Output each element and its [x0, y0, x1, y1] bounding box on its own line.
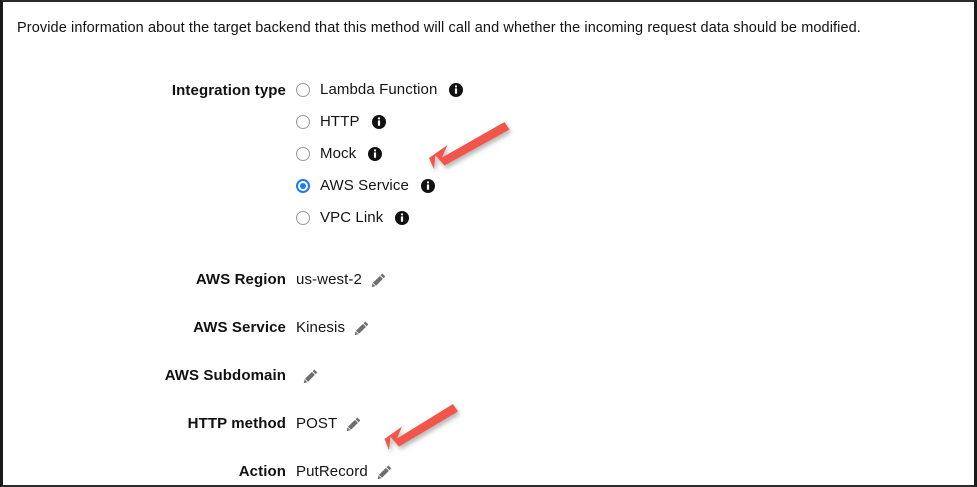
panel-description: Provide information about the target bac…	[17, 20, 861, 36]
pencil-icon[interactable]	[377, 464, 393, 480]
field-label-http-method: HTTP method	[187, 415, 286, 432]
radio-aws-service[interactable]	[296, 179, 310, 193]
radio-cell: VPC Link	[286, 208, 410, 228]
radio-label-aws-service: AWS Service	[320, 177, 409, 194]
field-control-action: PutRecord	[286, 460, 974, 482]
field-row-action: Action PutRecord	[3, 460, 974, 485]
integration-type-label: Integration type	[171, 82, 286, 99]
field-row-aws-subdomain: AWS Subdomain	[3, 364, 974, 396]
field-label-action: Action	[238, 463, 286, 480]
pencil-icon[interactable]	[346, 416, 362, 432]
radio-label-lambda-function: Lambda Function	[320, 81, 438, 98]
field-value-action: PutRecord	[296, 462, 368, 480]
radio-row-lambda-function[interactable]: Integration type Lambda Function	[3, 74, 974, 106]
info-icon[interactable]	[449, 83, 464, 97]
pencil-icon[interactable]	[354, 320, 370, 336]
info-icon[interactable]	[371, 115, 386, 129]
radio-cell: AWS Service	[286, 176, 435, 196]
radio-cell: HTTP	[286, 112, 386, 132]
radio-row-vpc-link[interactable]: VPC Link	[3, 202, 974, 234]
radio-mock[interactable]	[296, 147, 310, 161]
radio-cell: Lambda Function	[286, 80, 464, 100]
radio-label-vpc-link: VPC Link	[320, 209, 384, 226]
radio-label-mock: Mock	[320, 145, 357, 162]
integration-form: Integration type Lambda Function	[3, 74, 974, 485]
info-icon[interactable]	[420, 179, 435, 193]
field-row-aws-service: AWS Service Kinesis	[3, 316, 974, 348]
radio-row-aws-service[interactable]: AWS Service	[3, 170, 974, 202]
field-control-aws-service: Kinesis	[286, 316, 974, 338]
field-label-aws-subdomain: AWS Subdomain	[164, 367, 286, 384]
radio-http[interactable]	[296, 115, 310, 129]
pencil-icon[interactable]	[303, 368, 319, 384]
field-row-aws-region: AWS Region us-west-2	[3, 268, 974, 300]
info-icon[interactable]	[368, 147, 383, 161]
pencil-icon[interactable]	[371, 272, 387, 288]
radio-row-mock[interactable]: Mock	[3, 138, 974, 170]
field-control-aws-region: us-west-2	[286, 268, 974, 290]
field-value-aws-service: Kinesis	[296, 318, 346, 336]
field-label-aws-service: AWS Service	[193, 319, 286, 336]
field-value-http-method: POST	[296, 414, 338, 432]
radio-vpc-link[interactable]	[296, 211, 310, 225]
field-label-aws-region: AWS Region	[195, 271, 286, 288]
radio-lambda-function[interactable]	[296, 83, 310, 97]
info-icon[interactable]	[395, 211, 410, 225]
radio-label-http: HTTP	[320, 113, 360, 130]
integration-type-group: Integration type Lambda Function	[3, 74, 974, 234]
field-row-http-method: HTTP method POST	[3, 412, 974, 444]
field-control-aws-subdomain	[286, 364, 974, 386]
radio-row-http[interactable]: HTTP	[3, 106, 974, 138]
field-value-aws-region: us-west-2	[296, 270, 362, 288]
radio-cell: Mock	[286, 144, 383, 164]
field-control-http-method: POST	[286, 412, 974, 434]
